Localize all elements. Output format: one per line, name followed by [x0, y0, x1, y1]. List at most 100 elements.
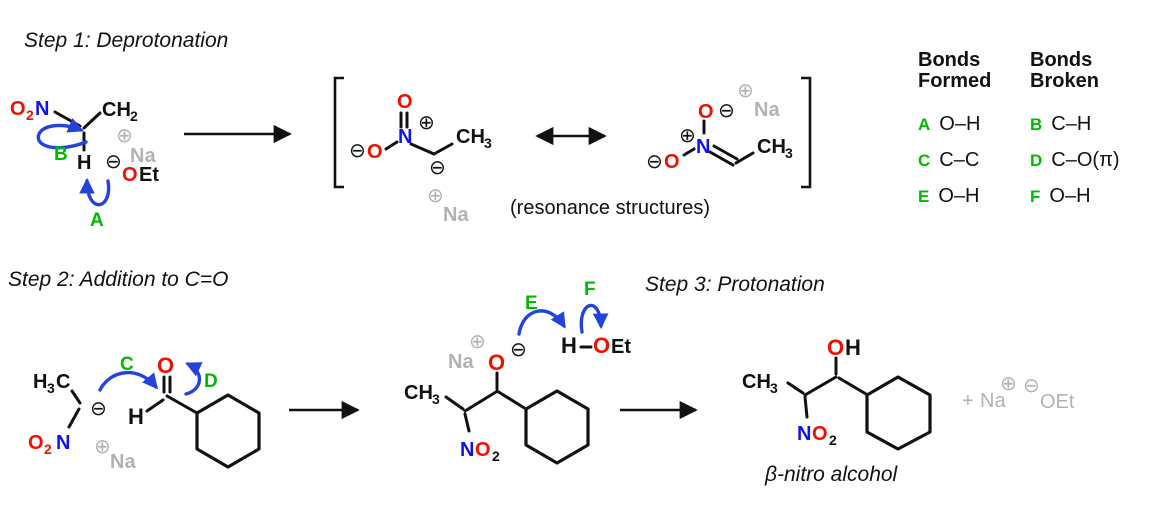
bond-key: B — [1030, 115, 1043, 134]
carbanion-minus-icon: ⊖ — [429, 155, 446, 179]
bond-c-c — [463, 390, 498, 413]
product-caption: β-nitro alcohol — [764, 463, 899, 486]
step1-title: Step 1: Deprotonation — [24, 29, 228, 52]
plus-charge-icon: ⊕ — [469, 329, 486, 353]
carbanion-minus-icon: ⊖ — [90, 396, 107, 420]
curved-arrow-e — [517, 309, 566, 336]
atom-h3c-c: C — [56, 371, 70, 393]
bond-name: C–H — [1051, 113, 1092, 135]
atom-ch3-sub: 3 — [432, 391, 440, 407]
curved-arrow-f — [579, 303, 609, 334]
right-bracket — [801, 76, 812, 189]
bond-c-ch3 — [734, 151, 755, 165]
atom-n: N — [56, 432, 70, 454]
atom-h: H — [77, 152, 91, 174]
aldehyde-h: H — [128, 404, 144, 429]
atom-n: N — [696, 136, 710, 158]
nitro-sub: 2 — [492, 448, 500, 464]
bond-h-c — [145, 398, 165, 413]
atom-o-top: O — [698, 101, 714, 123]
sodium-counterion: Na — [448, 351, 474, 373]
arrow-label-e: E — [525, 293, 538, 314]
curved-arrow-c — [98, 370, 158, 392]
atom-o-side: O — [664, 151, 680, 173]
step1-curved-arrows: A B — [36, 118, 111, 231]
product-structure: O H CH 3 N O 2 — [742, 335, 932, 451]
atom-n: N — [35, 98, 49, 120]
bond-row: D C–O(π) — [1030, 149, 1150, 172]
bond-name: C–C — [939, 149, 980, 171]
atom-ch3: CH — [456, 126, 485, 148]
plus-charge-icon: ⊕ — [679, 123, 696, 147]
alkoxide-intermediate-structure: Na ⊕ O ⊖ CH 3 N O 2 — [404, 329, 590, 465]
bond-c-ch3 — [432, 142, 454, 156]
bond-ch3-c — [786, 381, 805, 395]
minus-charge-icon: ⊖ — [510, 337, 527, 361]
bond-c-n — [67, 407, 81, 429]
bond-name: C–O(π) — [1051, 149, 1120, 171]
atom-ch3: CH — [404, 382, 433, 404]
atom-ch2-sub: 2 — [130, 108, 138, 124]
byproduct-naoet: + Na ⊕ ⊖ OEt — [962, 371, 1075, 413]
atom-ch3: CH — [757, 136, 786, 158]
bond-key: A — [918, 115, 931, 134]
atom-h3c-h: H — [33, 371, 47, 393]
atom-o2: O — [10, 98, 26, 120]
plus-charge-icon: ⊕ — [427, 183, 444, 207]
bond-name: O–H — [939, 113, 981, 135]
bond-key: D — [1030, 151, 1043, 170]
double-bond-n-c-1 — [708, 150, 735, 167]
ethoxide-ion: OEt — [1040, 391, 1075, 413]
atom-ch3-sub: 3 — [484, 135, 492, 151]
bond-o-n — [384, 140, 399, 151]
arrow-label-a: A — [90, 210, 104, 231]
aldehyde-structure: O H — [128, 353, 261, 469]
plus-charge-icon: ⊕ — [418, 110, 435, 134]
atom-ch3-sub: 3 — [785, 145, 793, 161]
bonds-formed-header: Bonds Formed — [918, 49, 992, 92]
atom-h3c-sub: 3 — [47, 380, 55, 396]
minus-charge-icon: ⊖ — [718, 98, 735, 122]
nitroethane-structure: O 2 N CH 2 H ⊕ Na ⊖ O Et — [10, 98, 159, 186]
curved-arrow-d — [184, 362, 203, 396]
plus-charge-icon: ⊕ — [94, 434, 111, 458]
atom-ch3: CH — [742, 371, 771, 393]
double-bond-n-c-2 — [712, 144, 739, 161]
atom-o2: O — [28, 432, 44, 454]
step2-title: Step 2: Addition to C=O — [8, 268, 228, 291]
nitro-n: N — [797, 423, 811, 445]
bond-name: O–H — [1049, 185, 1091, 207]
plus-charge-icon: ⊕ — [737, 78, 754, 102]
arrow-label-b: B — [54, 144, 68, 165]
bond-row: B C–H — [1030, 113, 1150, 136]
step2-curved-arrows: C D — [98, 354, 218, 396]
bond-ch3-c — [444, 395, 465, 411]
nitro-o: O — [812, 423, 828, 445]
hydroxyl-h: H — [845, 335, 861, 360]
sodium-counterion: Na — [110, 451, 136, 473]
left-bracket — [333, 76, 344, 189]
curved-arrow-b — [36, 118, 88, 150]
atom-n: N — [398, 126, 412, 148]
atom-ch2: CH — [102, 99, 131, 121]
bond-c-n — [803, 395, 809, 419]
alkoxide-o: O — [488, 350, 505, 375]
bonds-broken-header: Bonds Broken — [1030, 49, 1099, 92]
atom-o2-sub: 2 — [44, 441, 52, 457]
bond-c-ring — [837, 376, 868, 396]
bond-n-c — [409, 142, 436, 156]
cyclohexane-ring — [195, 393, 261, 469]
bond-c-c — [803, 375, 838, 397]
ethanol-et: Et — [611, 336, 631, 358]
nitro-o: O — [475, 439, 491, 461]
sodium-ion: Na — [980, 390, 1006, 412]
bond-key: C — [918, 151, 931, 170]
bond-name: O–H — [938, 185, 980, 207]
bond-c-n — [463, 412, 471, 433]
minus-charge-icon: ⊖ — [1023, 373, 1040, 397]
carbonyl-o: O — [157, 353, 174, 378]
